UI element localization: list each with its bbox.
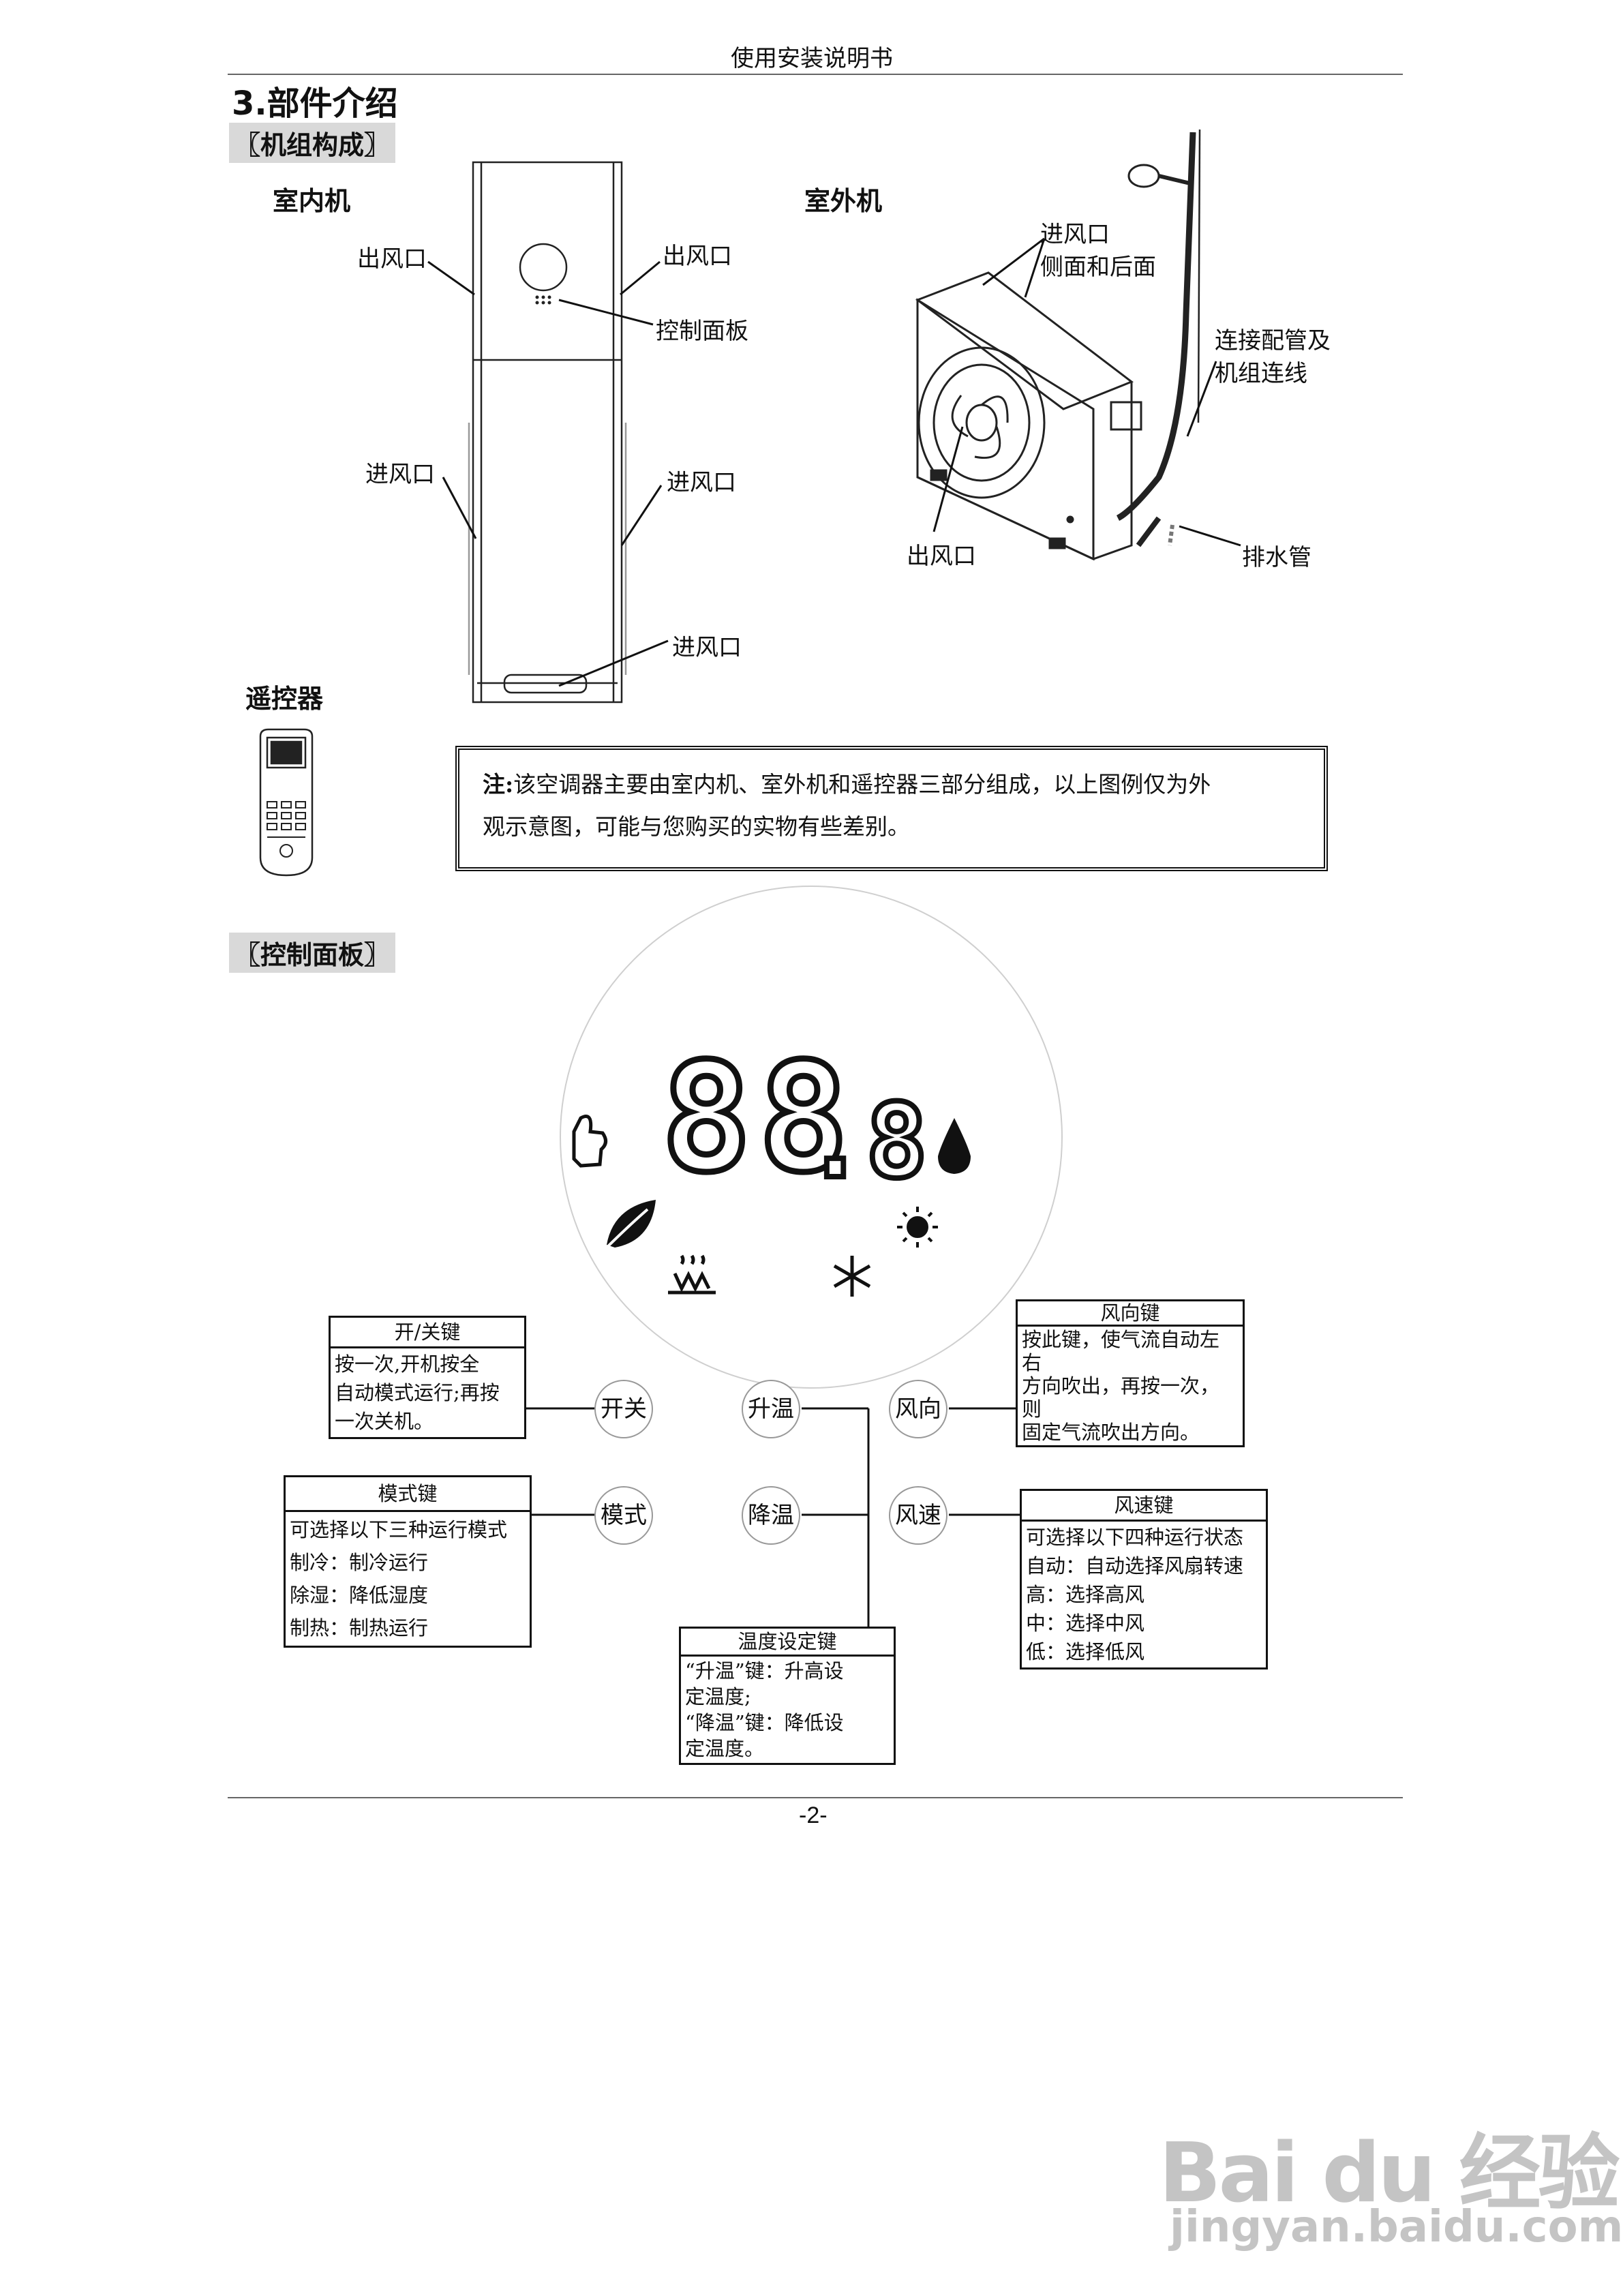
section-title: 3.部件介绍 xyxy=(232,85,398,123)
drain-pipe-label: 排水管 xyxy=(1242,544,1311,571)
header-rule xyxy=(228,74,1403,75)
indoor-inlet-label-right: 进风口 xyxy=(667,469,736,496)
sun-icon xyxy=(897,1207,938,1248)
panel-heading: 〖控制面板〗 xyxy=(229,933,396,973)
power-key-description: 开/关键 按一次,开机按全 自动模式运行;再按 一次关机。 xyxy=(329,1316,526,1439)
indoor-outlet-label-right: 出风口 xyxy=(663,243,732,270)
temp-box-body: “升温”键：升高设 定温度; “降温”键：降低设 定温度。 xyxy=(685,1659,844,1760)
document-title: 使用安装说明书 xyxy=(731,45,893,72)
fan-box-title: 风速键 xyxy=(1022,1491,1266,1522)
outdoor-unit-drawing xyxy=(915,129,1241,561)
outdoor-outlet-label: 出风口 xyxy=(907,543,976,570)
note-box: 注:该空调器主要由室内机、室外机和遥控器三部分组成，以上图例仅为外 观示意图，可… xyxy=(455,746,1328,871)
page-number: -2- xyxy=(799,1802,828,1828)
swing-key[interactable]: 风向 xyxy=(889,1380,947,1438)
remote-title: 遥控器 xyxy=(245,684,324,714)
indoor-unit-drawing xyxy=(427,161,669,704)
temp-key-description: 温度设定键 “升温”键：升高设 定温度; “降温”键：降低设 定温度。 xyxy=(679,1627,896,1765)
control-panel-dial xyxy=(560,886,1063,1389)
fan-box-body: 可选择以下四种运行状态 自动：自动选择风扇转速 高：选择高风 中：选择中风 低：… xyxy=(1026,1526,1244,1663)
power-box-title: 开/关键 xyxy=(331,1318,524,1348)
fan-speed-key[interactable]: 风速 xyxy=(889,1486,947,1545)
temp-box-title: 温度设定键 xyxy=(681,1629,894,1657)
temperature-display: 88 xyxy=(658,1031,855,1205)
swing-key-description: 风向键 按此键，使气流自动左右 方向吹出，再按一次，则 固定气流吹出方向。 xyxy=(1016,1299,1245,1447)
heat-icon xyxy=(668,1254,716,1295)
indoor-unit-title: 室内机 xyxy=(273,186,351,216)
mode-box-title: 模式键 xyxy=(286,1477,530,1512)
indoor-inlet-label-bottom: 进风口 xyxy=(672,634,742,661)
note-prefix: 注: xyxy=(483,771,514,798)
thumbs-up-icon xyxy=(572,1115,607,1168)
pipe-label-line1: 连接配管及 xyxy=(1215,327,1331,354)
indoor-outlet-label-left: 出风口 xyxy=(357,245,427,273)
control-panel-diagram xyxy=(525,886,1063,1629)
leaf-icon xyxy=(598,1200,656,1256)
drop-icon xyxy=(938,1118,971,1174)
temperature-display-decimal: .8 xyxy=(802,1083,930,1201)
note-line1: 该空调器主要由室内机、室外机和遥控器三部分组成，以上图例仅为外 xyxy=(513,771,1211,798)
fan-key-description: 风速键 可选择以下四种运行状态 自动：自动选择风扇转速 高：选择高风 中：选择中… xyxy=(1020,1489,1268,1670)
power-key[interactable]: 开关 xyxy=(594,1380,653,1438)
temp-down-key[interactable]: 降温 xyxy=(742,1486,800,1545)
outdoor-inlet-label-line1: 进风口 xyxy=(1040,221,1110,248)
outdoor-unit-title: 室外机 xyxy=(804,186,883,216)
watermark-url: jingyan.baidu.com xyxy=(1170,2202,1623,2252)
control-panel-label: 控制面板 xyxy=(656,318,748,345)
pipe-label-line2: 机组连线 xyxy=(1215,360,1307,387)
mode-key[interactable]: 模式 xyxy=(594,1486,653,1545)
swing-box-title: 风向键 xyxy=(1018,1301,1243,1327)
footer-rule xyxy=(228,1797,1403,1798)
temp-up-key[interactable]: 升温 xyxy=(742,1380,800,1438)
indoor-inlet-label-left: 进风口 xyxy=(365,461,435,488)
watermark-logo: Bai du 经验 xyxy=(1159,2126,1620,2221)
swing-box-body: 按此键，使气流自动左右 方向吹出，再按一次，则 固定气流吹出方向。 xyxy=(1022,1328,1220,1444)
power-box-body: 按一次,开机按全 自动模式运行;再按 一次关机。 xyxy=(335,1353,500,1433)
outdoor-inlet-label-line2: 侧面和后面 xyxy=(1040,254,1156,281)
remote-control-drawing xyxy=(259,728,314,877)
note-line2: 观示意图，可能与您购买的实物有些差别。 xyxy=(483,813,910,840)
mode-box-body: 可选择以下三种运行模式 制冷：制冷运行 除湿：降低湿度 制热：制热运行 xyxy=(290,1518,508,1640)
units-heading: 〖机组构成〗 xyxy=(229,123,396,163)
mode-key-description: 模式键 可选择以下三种运行模式 制冷：制冷运行 除湿：降低湿度 制热：制热运行 xyxy=(284,1475,532,1648)
snowflake-icon xyxy=(833,1256,871,1297)
